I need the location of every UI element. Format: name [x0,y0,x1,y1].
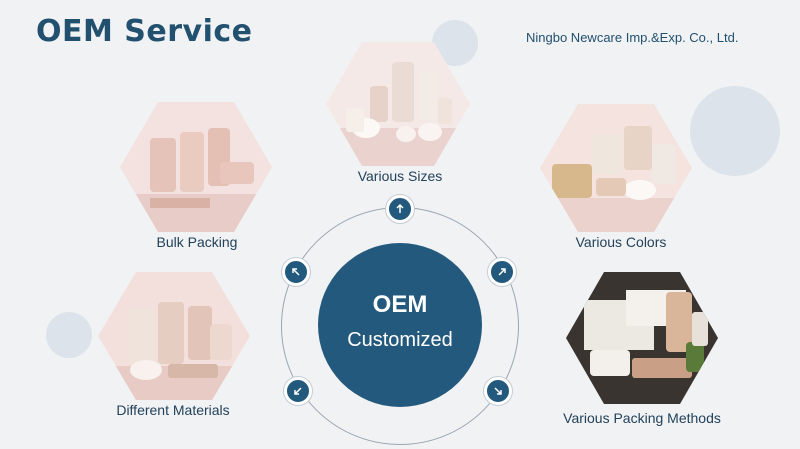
arrow-up-left-icon [292,268,300,276]
page-title: OEM Service [36,14,253,49]
various-colors-image [540,104,692,232]
various-sizes-image [326,42,470,166]
various-packing-methods-image [566,272,718,404]
oem-customized-circle: OEM Customized [318,243,482,407]
various-packing-methods-label: Various Packing Methods [563,410,721,426]
node-right-lower [484,377,512,405]
node-right-upper [488,258,516,286]
different-materials-image [98,272,250,400]
arrow-up-right-icon [498,268,506,276]
bulk-packing-label: Bulk Packing [156,234,238,250]
decorative-circle [690,86,780,176]
node-top [386,195,414,223]
different-materials-label: Different Materials [116,402,230,418]
various-colors-label: Various Colors [575,234,667,250]
arrow-up-icon [396,203,404,213]
company-name: Ningbo Newcare Imp.&Exp. Co., Ltd. [526,30,739,45]
decorative-circle [46,312,92,358]
arrow-down-left-icon [294,387,302,395]
center-subtitle: Customized [347,329,453,351]
center-title: OEM [372,291,428,318]
node-left-lower [284,377,312,405]
node-left-upper [282,258,310,286]
arrow-down-right-icon [494,387,502,395]
bulk-packing-image [120,102,272,232]
various-sizes-label: Various Sizes [357,168,443,184]
